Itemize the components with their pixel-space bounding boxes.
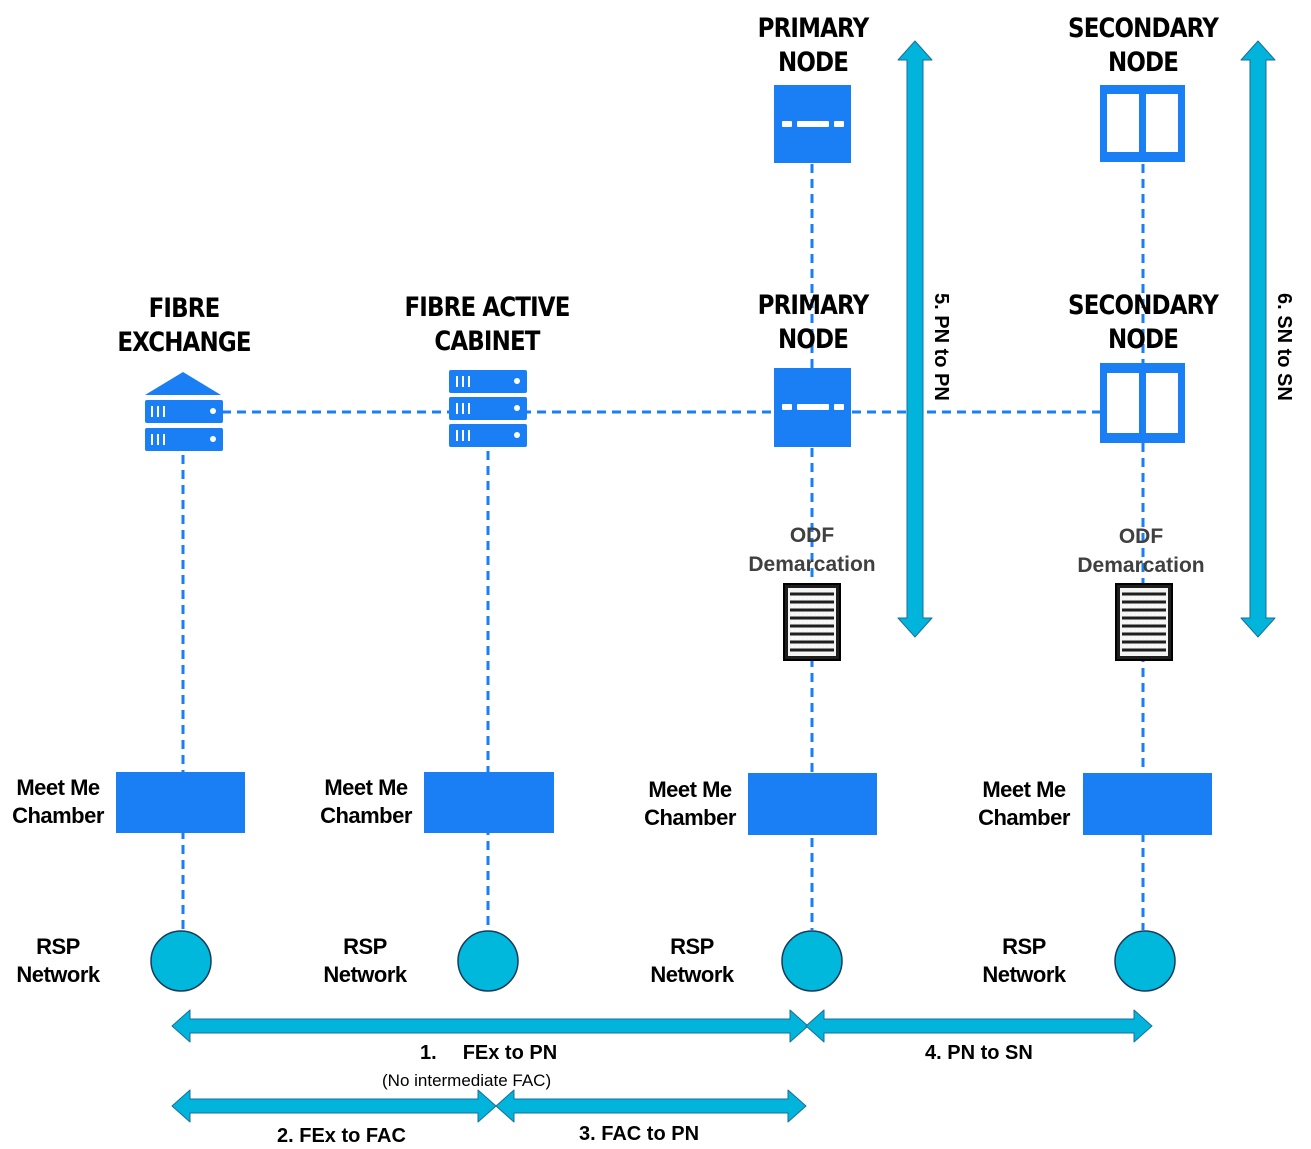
arrow-fex-to-pn <box>171 1009 809 1043</box>
primary-node-top-icon <box>774 85 851 163</box>
span-fex-to-pn-text: FEx to PN <box>462 1042 558 1064</box>
span-sn-to-sn-label: 6. SN to SN <box>1273 293 1295 401</box>
odf-rack-primary-icon <box>782 582 842 662</box>
meet-me-chamber-fac <box>424 772 554 833</box>
rsp-network-circle-fex <box>150 930 212 992</box>
arrow-sn-to-sn <box>1240 40 1276 638</box>
span-pn-to-sn-label: 4. PN to SN <box>925 1042 1033 1064</box>
rsp-network-circle-pn <box>781 930 843 992</box>
arrow-pn-to-pn <box>897 40 933 638</box>
rsp-network-label-fac-line2: Network <box>323 962 407 987</box>
rsp-network-label-fex-line1: RSP <box>36 934 80 959</box>
primary-node-top-label: PRIMARY NODE <box>745 12 881 80</box>
meet-me-chamber-label-fac-line1: Meet Me <box>324 775 408 800</box>
rsp-network-label-sn-line2: Network <box>982 962 1066 987</box>
primary-node-mid-icon <box>774 368 851 447</box>
fibre-exchange-icon <box>145 372 223 451</box>
primary-node-mid-label-line1: PRIMARY <box>757 290 870 321</box>
arrow-fac-to-pn <box>495 1089 807 1123</box>
primary-node-top-label-line2: NODE <box>777 47 849 78</box>
connection-lines <box>181 164 1145 930</box>
meet-me-chamber-label-sn-line1: Meet Me <box>982 777 1066 802</box>
secondary-node-mid-label-line2: NODE <box>1107 324 1179 355</box>
meet-me-chamber-label-fac-line2: Chamber <box>320 803 412 828</box>
fibre-active-cabinet-label-line2: CABINET <box>434 326 540 357</box>
odf-demarcation-label-pn: ODF Demarcation <box>732 521 892 579</box>
rsp-network-label-fex-line2: Network <box>16 962 100 987</box>
meet-me-chamber-label-fex: Meet Me Chamber <box>0 774 116 830</box>
rsp-network-label-fac: RSP Network <box>315 933 415 989</box>
odf-demarcation-label-sn: ODF Demarcation <box>1061 522 1221 580</box>
meet-me-chamber-label-fex-line1: Meet Me <box>16 775 100 800</box>
fibre-active-cabinet-label: FIBRE ACTIVE CABINET <box>394 291 581 359</box>
span-fac-to-pn-label: 3. FAC to PN <box>579 1123 700 1145</box>
arrow-pn-to-sn <box>805 1009 1153 1043</box>
odf-demarcation-label-sn-line2: Demarcation <box>1077 554 1205 577</box>
rsp-network-label-sn: RSP Network <box>974 933 1074 989</box>
odf-rack-secondary-icon <box>1114 582 1174 662</box>
span-fex-to-pn-number: 1. <box>420 1042 437 1064</box>
meet-me-chamber-fex <box>116 772 245 833</box>
meet-me-chamber-label-fex-line2: Chamber <box>12 803 104 828</box>
primary-node-mid-label: PRIMARY NODE <box>745 289 881 357</box>
meet-me-chamber-label-pn-line2: Chamber <box>644 805 736 830</box>
secondary-node-top-icon <box>1100 85 1185 162</box>
odf-demarcation-label-sn-line1: ODF <box>1118 525 1164 548</box>
secondary-node-top-label: SECONDARY NODE <box>1067 12 1220 80</box>
rsp-network-label-pn-line1: RSP <box>670 934 714 959</box>
rsp-network-circle-sn <box>1114 930 1176 992</box>
rsp-network-label-pn: RSP Network <box>642 933 742 989</box>
span-pn-to-pn-label: 5. PN to PN <box>930 293 952 401</box>
meet-me-chamber-label-sn-line2: Chamber <box>978 805 1070 830</box>
meet-me-chamber-label-pn-line1: Meet Me <box>648 777 732 802</box>
arrow-fex-to-fac <box>171 1089 497 1123</box>
span-fex-to-pn-label: 1. FEx to PN <box>420 1041 557 1065</box>
rsp-network-label-pn-line2: Network <box>650 962 734 987</box>
rsp-network-label-sn-line1: RSP <box>1002 934 1046 959</box>
fibre-exchange-label-line2: EXCHANGE <box>117 327 251 358</box>
odf-demarcation-label-pn-line2: Demarcation <box>748 553 876 576</box>
span-fex-to-pn-note: (No intermediate FAC) <box>382 1071 552 1090</box>
fibre-exchange-label: FIBRE EXCHANGE <box>116 292 252 360</box>
meet-me-chamber-sn <box>1083 773 1212 835</box>
secondary-node-mid-label-line1: SECONDARY <box>1068 290 1219 321</box>
meet-me-chamber-label-fac: Meet Me Chamber <box>308 774 424 830</box>
fibre-active-cabinet-icon <box>449 370 527 447</box>
meet-me-chamber-label-sn: Meet Me Chamber <box>966 776 1082 832</box>
secondary-node-mid-label: SECONDARY NODE <box>1067 289 1220 357</box>
secondary-node-top-label-line2: NODE <box>1107 47 1179 78</box>
odf-demarcation-label-pn-line1: ODF <box>789 524 835 547</box>
secondary-node-top-label-line1: SECONDARY <box>1068 13 1219 44</box>
primary-node-mid-label-line2: NODE <box>777 324 849 355</box>
span-fex-to-fac-label: 2. FEx to FAC <box>277 1125 406 1147</box>
rsp-network-circle-fac <box>457 930 519 992</box>
primary-node-top-label-line1: PRIMARY <box>757 13 870 44</box>
meet-me-chamber-label-pn: Meet Me Chamber <box>632 776 748 832</box>
rsp-network-label-fac-line1: RSP <box>343 934 387 959</box>
fibre-active-cabinet-label-line1: FIBRE ACTIVE <box>404 292 570 323</box>
fibre-exchange-label-line1: FIBRE <box>148 293 221 324</box>
rsp-network-label-fex: RSP Network <box>8 933 108 989</box>
secondary-node-mid-icon <box>1100 363 1185 443</box>
meet-me-chamber-pn <box>748 773 877 835</box>
